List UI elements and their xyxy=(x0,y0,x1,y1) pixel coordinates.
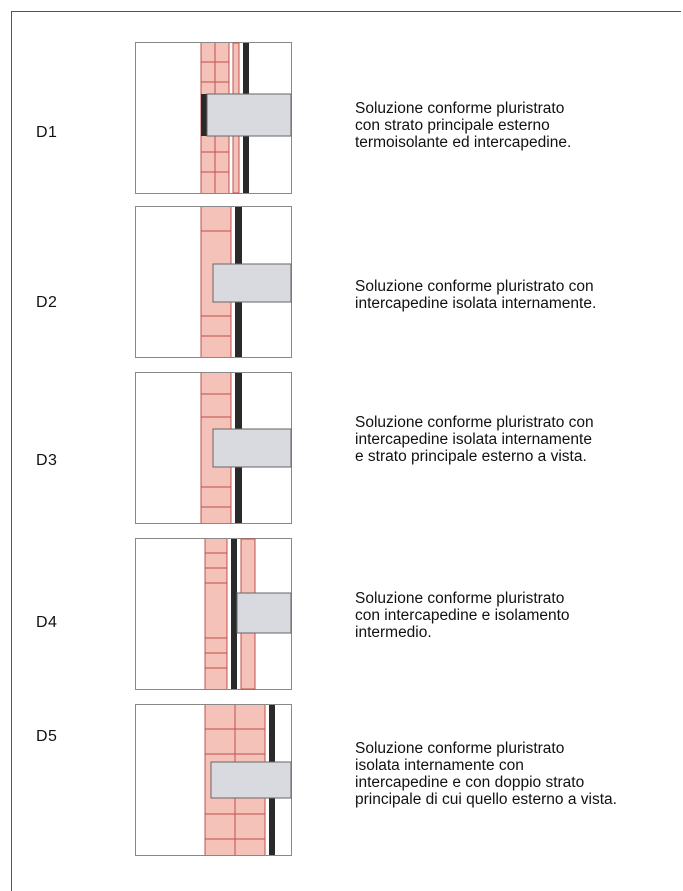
solution-description: Soluzione conforme pluristrato con strat… xyxy=(355,100,572,151)
wall-section-diagram xyxy=(135,372,292,524)
solution-label: D1 xyxy=(36,124,58,141)
solution-label: D3 xyxy=(36,452,58,469)
wall-section-diagram xyxy=(135,538,292,690)
wall-section-diagram xyxy=(135,206,292,358)
solution-label: D4 xyxy=(36,614,58,631)
solution-description: Soluzione conforme pluristrato con inter… xyxy=(355,414,594,465)
wall-section-diagram xyxy=(135,704,292,856)
solution-label: D2 xyxy=(36,294,58,311)
wall-section-diagram xyxy=(135,42,292,194)
solution-description: Soluzione conforme pluristrato con inter… xyxy=(355,590,570,641)
solution-description: Soluzione conforme pluristrato con inter… xyxy=(355,278,597,312)
solution-description: Soluzione conforme pluristrato isolata i… xyxy=(355,740,617,808)
page-frame xyxy=(11,11,681,891)
solution-label: D5 xyxy=(36,728,58,745)
